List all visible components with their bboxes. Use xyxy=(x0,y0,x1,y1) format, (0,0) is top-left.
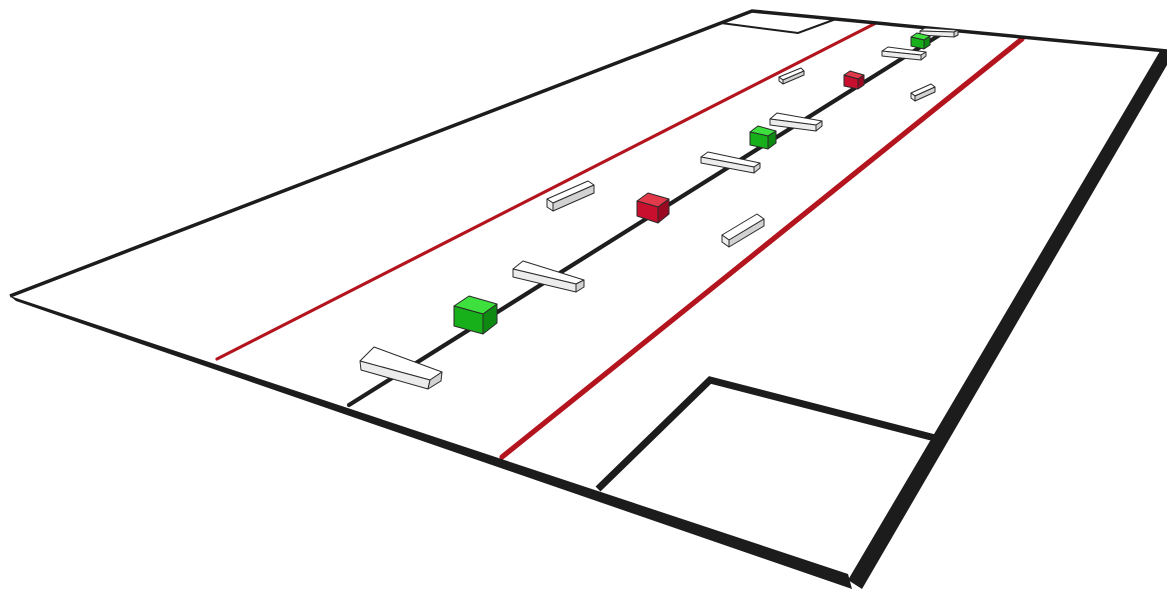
field-border-right-near xyxy=(848,51,1167,589)
field-border-left-near xyxy=(10,296,852,589)
green-cubes xyxy=(453,32,931,335)
white-block xyxy=(546,180,595,212)
white-block xyxy=(512,260,585,293)
white-block xyxy=(700,151,761,174)
end-zone-box xyxy=(720,18,837,35)
start-zone-box xyxy=(595,376,936,492)
lane-line-right xyxy=(499,36,1025,460)
lane-line-left xyxy=(215,21,878,361)
white-block xyxy=(359,346,443,390)
white-block xyxy=(769,112,823,132)
red-cube xyxy=(843,70,865,90)
field-border-top xyxy=(9,9,1167,298)
green-cube xyxy=(910,32,931,50)
white-block xyxy=(919,27,959,38)
white-block xyxy=(778,67,805,85)
white-blocks xyxy=(359,27,959,390)
red-cubes xyxy=(636,70,865,224)
green-cube xyxy=(453,295,498,335)
white-block xyxy=(881,46,927,61)
white-block xyxy=(721,213,765,248)
red-cube xyxy=(636,192,670,224)
white-block xyxy=(910,83,936,102)
green-cube xyxy=(749,125,777,150)
field-surface xyxy=(10,11,1167,587)
field xyxy=(9,9,1167,589)
